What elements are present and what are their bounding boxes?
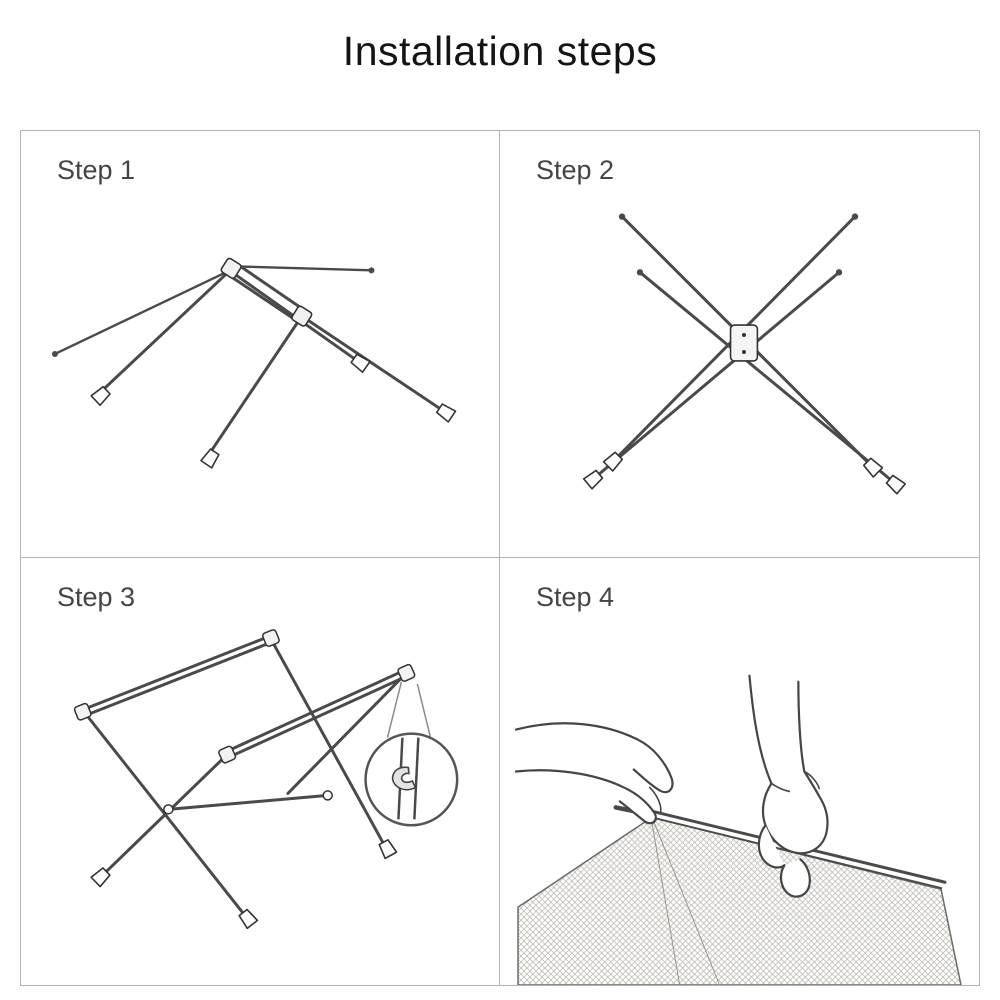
page-title: Installation steps <box>342 28 658 74</box>
step1-folded-frame-illustration <box>51 257 457 469</box>
step3-panel: Step 3 <box>21 558 500 985</box>
step3-label: Step 3 <box>57 582 136 612</box>
clip-hook-detail <box>391 766 417 791</box>
step1-panel: Step 1 <box>21 131 500 558</box>
step2-label: Step 2 <box>536 155 615 185</box>
step3-assembled-frame-illustration <box>73 629 459 930</box>
right-hand <box>748 674 829 898</box>
step1-label: Step 1 <box>57 155 136 185</box>
zoom-detail-circle <box>364 732 459 827</box>
step4-label: Step 4 <box>536 582 615 612</box>
step2-crossed-legs-illustration <box>582 213 907 495</box>
mesh-fabric <box>517 816 962 985</box>
left-hand <box>514 722 674 825</box>
step2-panel: Step 2 <box>500 131 979 558</box>
step4-fabric-attachment-illustration <box>514 674 962 985</box>
steps-grid: Step 1 Step 2 <box>20 130 980 986</box>
step4-panel: Step 4 <box>500 558 979 985</box>
